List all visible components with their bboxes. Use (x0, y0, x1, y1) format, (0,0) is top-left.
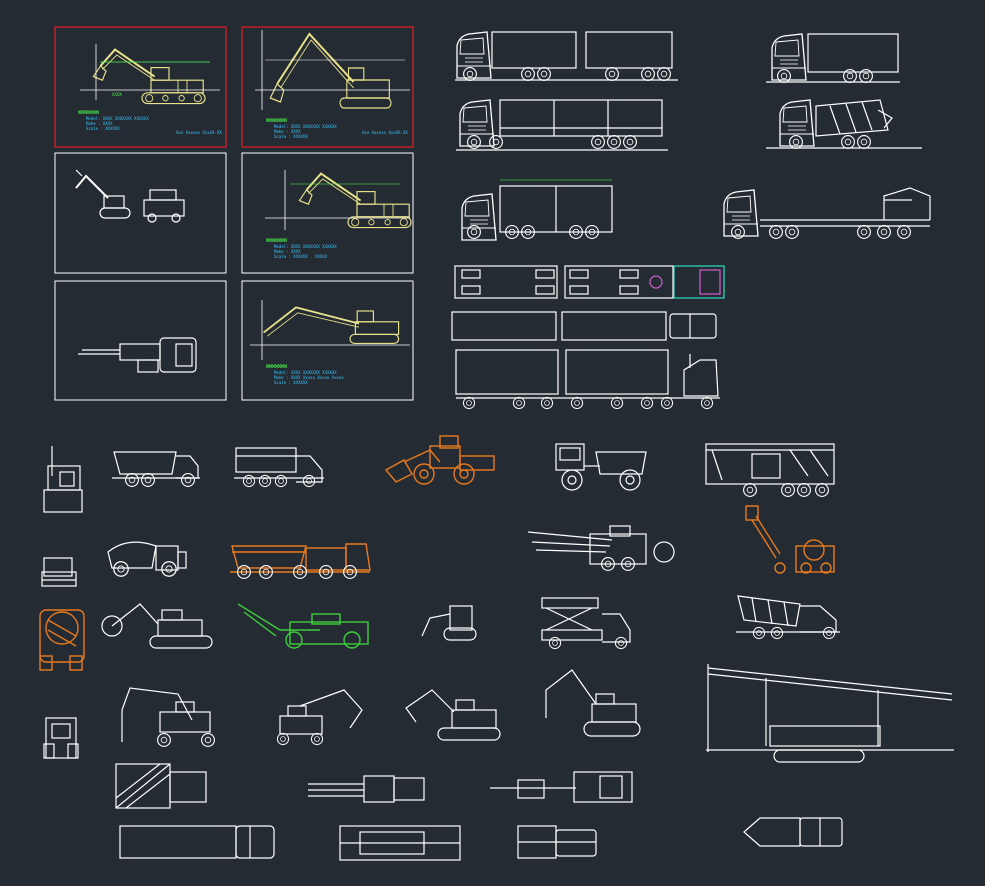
mobile-crane-side[interactable] (705, 443, 835, 497)
dump-truck-loaded[interactable] (107, 541, 187, 577)
drill-rig-boom-side[interactable] (527, 525, 675, 571)
concrete-mixer-truck-side[interactable] (766, 99, 922, 149)
drill-rig-plan-view[interactable] (308, 775, 425, 803)
roller-plan-view[interactable] (115, 763, 207, 809)
truck-trailer-combo-side[interactable] (455, 31, 678, 81)
crane-flatbed-truck-side[interactable] (723, 187, 931, 239)
sheet4-note-3: Scale : XXXXXX . XXXXX (274, 254, 328, 259)
sheet4-note-1: Model: XXXX XXXXXXX XXXXXX (274, 244, 337, 249)
loader-plan-view[interactable] (517, 825, 597, 859)
truck-plan-view-bottom[interactable] (119, 825, 275, 859)
wheel-loader-orange[interactable] (384, 435, 495, 485)
sheet1-note-1: Model: XXXX XXXXXXX XXXXXX (86, 116, 149, 121)
sheet2-note-1: Model: XXXX XXXXXXX XXXXXX (274, 124, 337, 129)
sheet6-title: WWWWWWW (266, 364, 288, 370)
drawing-sheet-6[interactable]: WWWWWWW Model: XXXX XXXXXXX XXXXXX Make … (241, 280, 414, 401)
roller-front-view[interactable] (41, 557, 77, 587)
sheet1-corner-note: Xxx Xxxxxx XxxXX-XX (176, 130, 222, 135)
sheet2-title: WWWWWWW (266, 118, 288, 124)
mini-excavator[interactable] (421, 605, 477, 641)
mixer-truck-plan-view[interactable] (743, 817, 843, 847)
sheet4-title: WWWWWWW (266, 238, 288, 244)
sheet1-note-3: Scale : XXXXXX (86, 126, 120, 131)
flatbed-truck-side[interactable] (456, 99, 668, 151)
sheet6-note-1: Model: XXXX XXXXXXX XXXXXX (274, 370, 337, 375)
mixer-truck-orange-front[interactable] (39, 609, 85, 671)
drawing-sheet-4[interactable]: WWWWWWW Model: XXXX XXXXXXX XXXXXX Make … (241, 152, 414, 274)
articulated-dump-truck[interactable] (555, 443, 647, 491)
sheet1-note-2: Make : XXXX (86, 121, 113, 126)
trencher-crawler[interactable] (101, 603, 213, 649)
long-boom-plan-view[interactable] (490, 771, 633, 803)
drawing-sheet-5[interactable] (54, 280, 227, 401)
scissor-lift-truck[interactable] (541, 597, 631, 650)
excavator-front-view[interactable] (43, 446, 83, 513)
sheet6-note-2: Make : XXXX Xxxxx Xxxxx Xxxxx (274, 375, 344, 380)
crane-truck-plan-view[interactable] (339, 825, 461, 861)
tipper-truck-orange[interactable] (230, 543, 371, 579)
drilling-rig-mast[interactable] (706, 664, 954, 763)
crawler-excavator-breaker[interactable] (545, 669, 641, 737)
semi-truck-double-trailer-side[interactable] (455, 349, 720, 410)
dump-truck-side-1[interactable] (112, 451, 200, 487)
box-truck-side[interactable] (766, 33, 900, 83)
tunnel-drill-green[interactable] (237, 603, 369, 649)
sheet2-note-3: Scale : XXXXXX (274, 134, 308, 139)
curtain-truck-side[interactable] (461, 179, 613, 241)
drawing-sheet-3[interactable] (54, 152, 227, 274)
truck-trailer-plan-view[interactable] (454, 265, 725, 299)
sheet6-note-3: Scale : XXXXXX (274, 380, 308, 385)
crane-truck-orange[interactable] (745, 505, 835, 574)
wheeled-excavator-2[interactable] (276, 689, 363, 746)
svg-text:XXXX: XXXX (112, 92, 122, 97)
drawing-sheet-1[interactable]: XXXX WWWWWWW Model: XXXX XXXXXXX XXXXXX … (54, 26, 227, 148)
sheet1-title: WWWWWWW (78, 110, 100, 116)
box-truck-plan-view[interactable] (451, 311, 717, 341)
sheet2-corner-note: Xxx Xxxxxx XxxXX-XX (362, 130, 408, 135)
sheet2-note-2: Make : XXXX (274, 129, 301, 134)
concrete-mixer-truck-2[interactable] (736, 595, 840, 640)
telehandler-front-view[interactable] (43, 717, 79, 759)
sheet4-note-2: Make : XXXX (274, 249, 301, 254)
dump-truck-side-2[interactable] (234, 447, 324, 488)
drawing-sheet-2[interactable]: WWWWWWW Model: XXXX XXXXXXX XXXXXX Make … (241, 26, 414, 148)
crawler-excavator-3[interactable] (405, 689, 501, 741)
wheeled-excavator-breaker[interactable] (121, 687, 215, 747)
